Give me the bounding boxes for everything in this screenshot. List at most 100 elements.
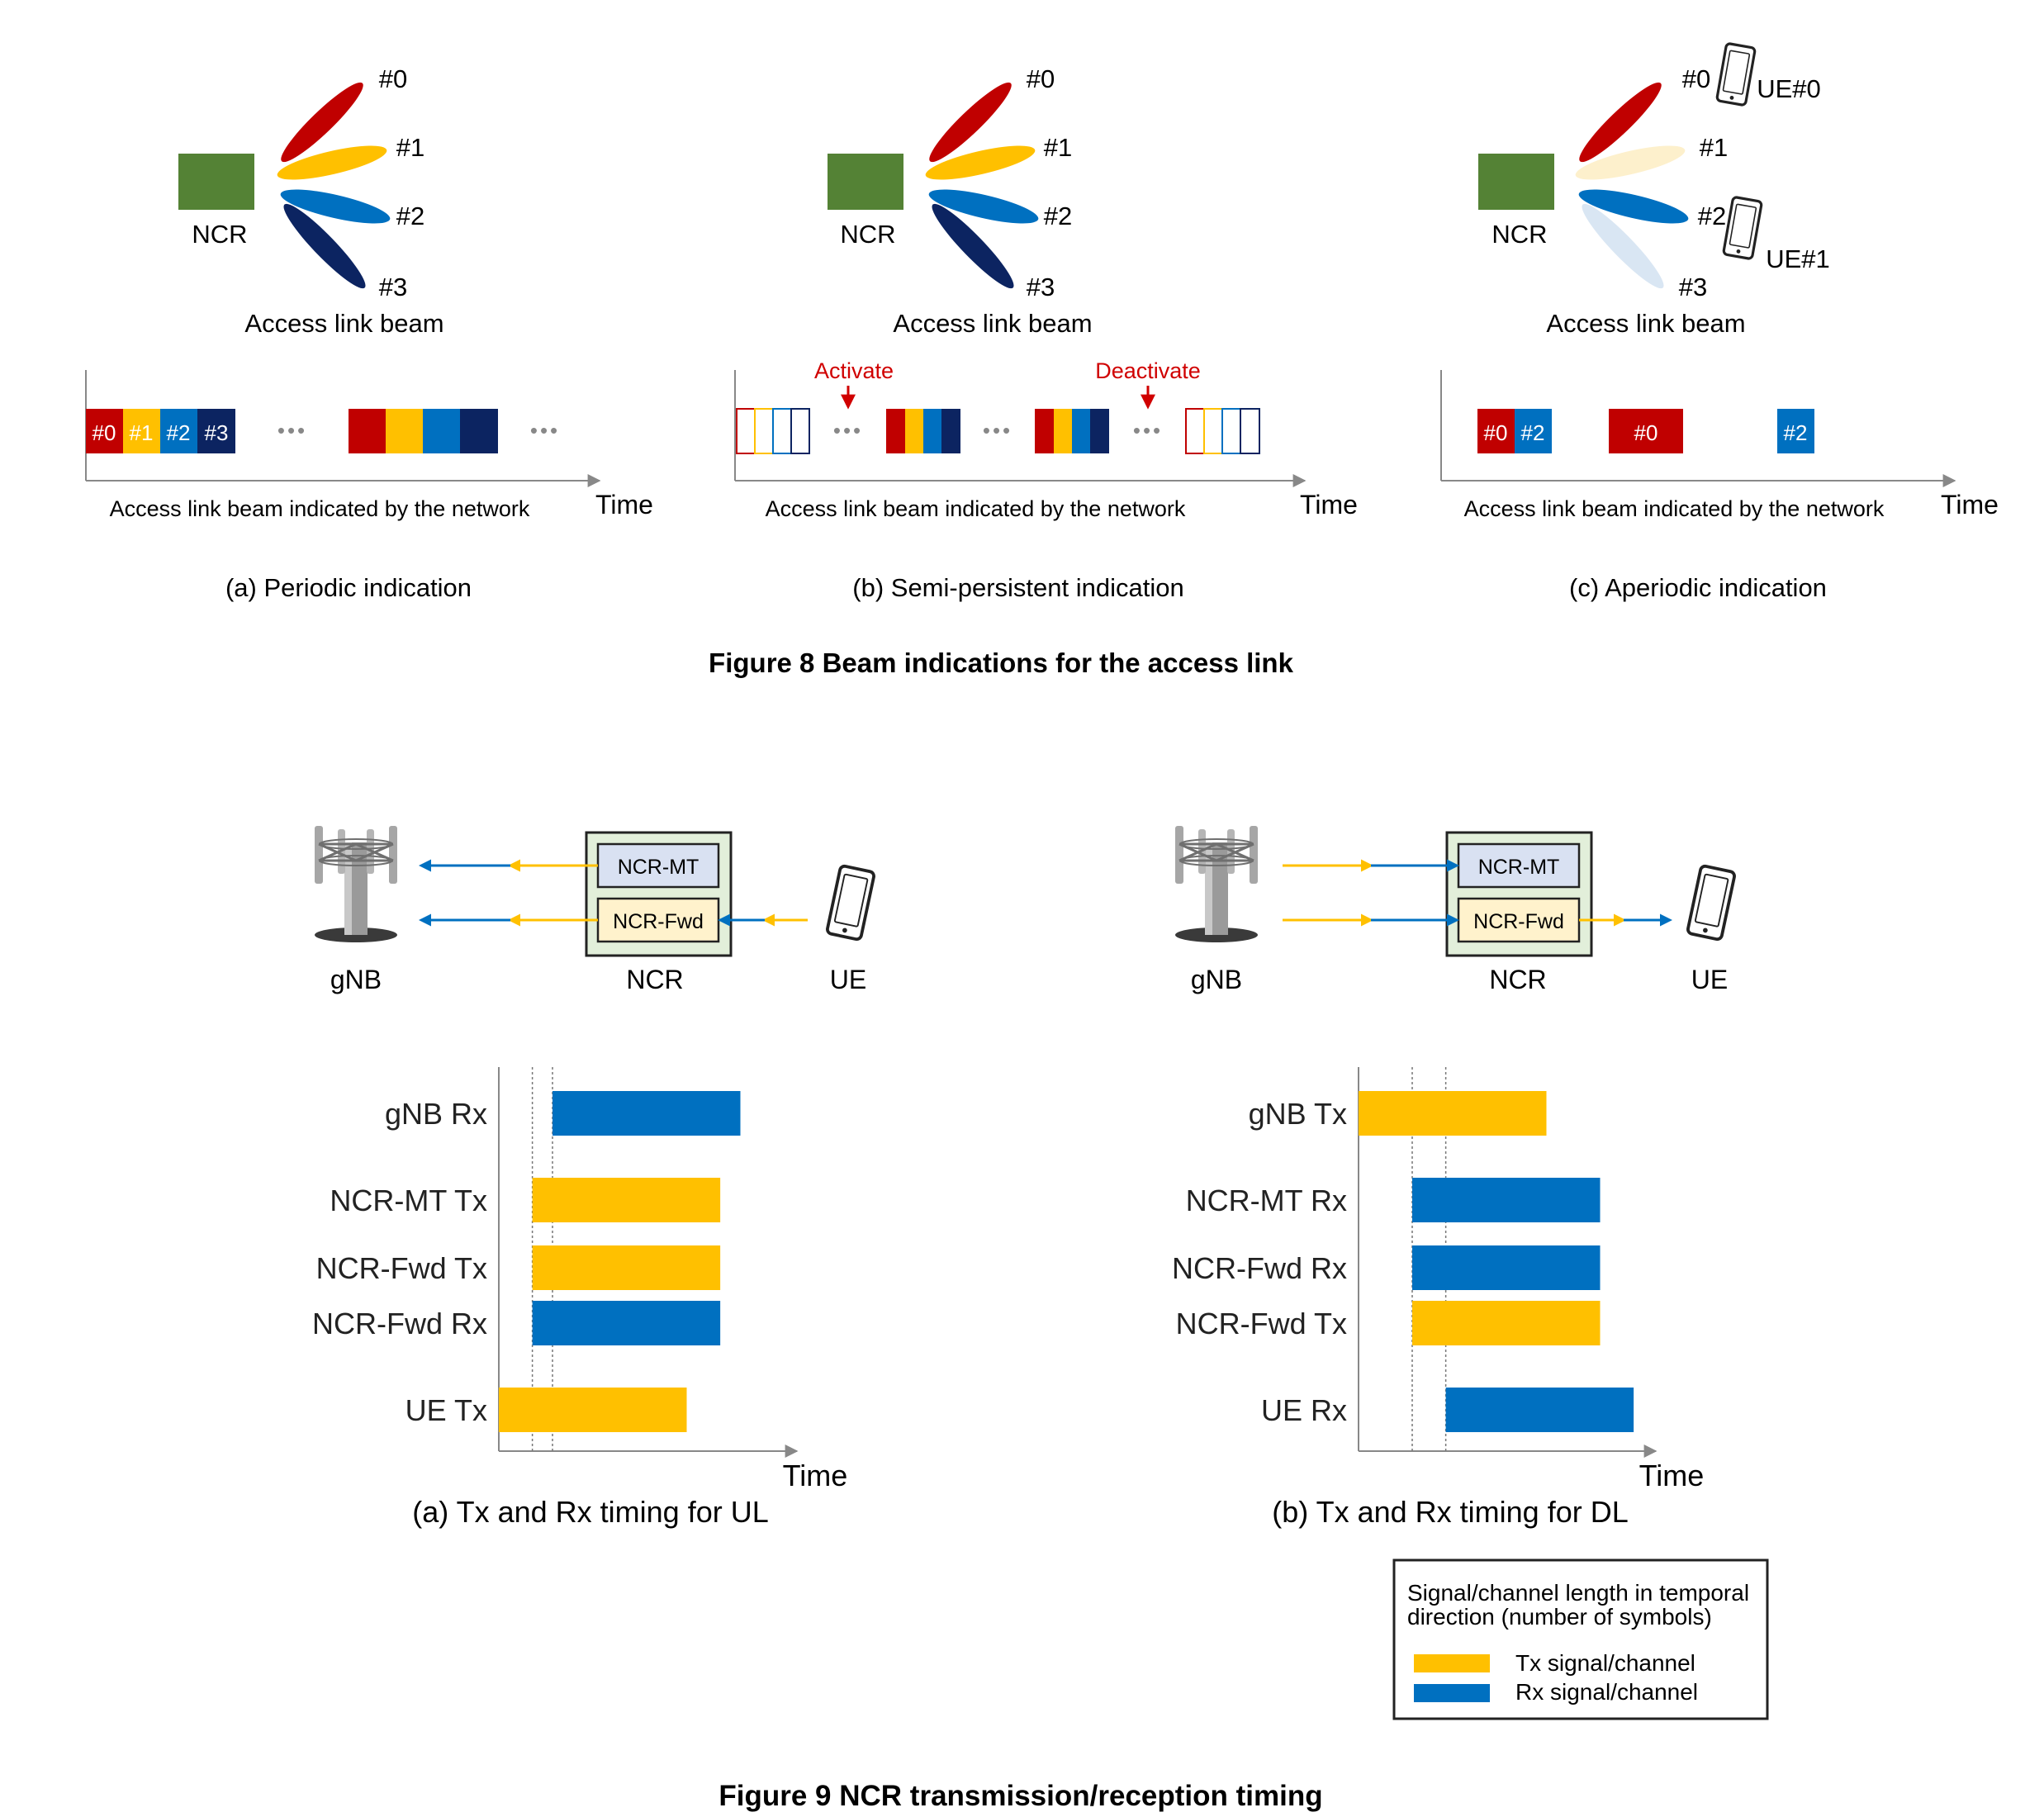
beam-3 — [283, 203, 366, 289]
tower-icon — [1174, 824, 1259, 944]
ellipsis: ••• — [1133, 418, 1163, 443]
beam-label-3: #3 — [379, 273, 407, 301]
panel-caption: (c) Aperiodic indication — [1569, 573, 1827, 602]
time-label: Time — [1941, 490, 1999, 519]
timing-row-label: UE Rx — [1261, 1393, 1347, 1427]
timing-bar — [532, 1178, 721, 1222]
timing-row-label: gNB Rx — [385, 1097, 487, 1131]
ul-network-diagram: gNB NCR-MT NCR-Fwd NCR UE — [313, 824, 877, 994]
panel-caption: (b) Semi-persistent indication — [852, 573, 1183, 602]
beam-block-2 — [1777, 409, 1814, 453]
beam-label-2: #2 — [396, 202, 424, 230]
timing-row-label: NCR-MT Tx — [330, 1184, 487, 1217]
ncr-box — [828, 154, 903, 210]
beam-block-2 — [423, 409, 460, 453]
beam-2 — [1578, 189, 1689, 224]
ncr-fwd-label: NCR-Fwd — [1473, 910, 1564, 933]
dl-time-label: Time — [1639, 1459, 1705, 1492]
beam-caption: Access link beam — [893, 309, 1092, 338]
beam-block-1 — [386, 409, 423, 453]
ncr-box — [1478, 154, 1554, 210]
ncr-mt-label: NCR-MT — [618, 856, 700, 879]
ncr-box — [178, 154, 254, 210]
ul-time-label: Time — [783, 1459, 848, 1492]
timing-row-label: gNB Tx — [1249, 1097, 1347, 1131]
ellipsis: ••• — [277, 418, 307, 443]
activate-label: Activate — [814, 358, 894, 383]
beam-label-2: #2 — [1698, 202, 1726, 230]
beam-1 — [277, 145, 387, 180]
ellipsis: ••• — [983, 418, 1013, 443]
beam-label-1: #1 — [396, 133, 424, 162]
timing-row-label: UE Tx — [405, 1393, 487, 1427]
beam-3 — [932, 203, 1014, 289]
timing-bar — [552, 1091, 741, 1136]
axis-label: Access link beam indicated by the networ… — [110, 496, 530, 521]
beam-label-0: #0 — [379, 64, 407, 93]
legend-tx-swatch — [1414, 1654, 1490, 1672]
dl-caption: (b) Tx and Rx timing for DL — [1272, 1495, 1628, 1529]
legend-rx-swatch — [1414, 1684, 1490, 1702]
beam-3 — [1582, 203, 1664, 289]
timing-bar — [499, 1388, 687, 1432]
ncr-fwd-label: NCR-Fwd — [613, 910, 704, 933]
timing-bar — [1359, 1091, 1547, 1136]
axis-label: Access link beam indicated by the networ… — [1464, 496, 1885, 521]
legend-tx-label: Tx signal/channel — [1515, 1650, 1695, 1676]
legend-title-line2: direction (number of symbols) — [1407, 1604, 1712, 1630]
ncr-label: NCR — [192, 220, 247, 249]
beam-block-label: #2 — [1521, 420, 1545, 445]
ncr-label: NCR — [1492, 220, 1547, 249]
gnb-label: gNB — [1191, 965, 1242, 994]
beam-block-3 — [460, 409, 498, 453]
ue-label: UE — [830, 965, 866, 994]
beam-label-0: #0 — [1027, 64, 1055, 93]
ncr-mt-box — [596, 842, 720, 889]
beam-caption: Access link beam — [1546, 309, 1745, 338]
ul-caption: (a) Tx and Rx timing for UL — [412, 1495, 768, 1529]
beam-block-label-1: #1 — [130, 420, 154, 445]
timing-bar — [532, 1301, 721, 1345]
legend-rx-label: Rx signal/channel — [1515, 1679, 1698, 1705]
deactivate-label: Deactivate — [1095, 358, 1201, 383]
beam-0 — [281, 82, 363, 163]
panel-periodic-indication: NCR #0 #1 #2 #3 Access link beam #0 #1 #… — [85, 64, 653, 602]
timing-row-label: NCR-MT Rx — [1186, 1184, 1347, 1217]
figure-8-caption: Figure 8 Beam indications for the access… — [709, 648, 1294, 678]
beam-block-0 — [1609, 409, 1683, 453]
phone-icon — [1721, 195, 1764, 261]
timing-bar — [1445, 1388, 1634, 1432]
beam-1 — [1575, 145, 1686, 180]
panel-semi-persistent-indication: NCR #0 #1 #2 #3 Access link beam Activat… — [734, 64, 1358, 602]
phone-icon — [1685, 863, 1738, 942]
beam-2 — [280, 189, 391, 224]
beam-label-3: #3 — [1679, 273, 1707, 301]
beam-label-0: #0 — [1682, 64, 1710, 93]
legend-title-line1: Signal/channel length in temporal — [1407, 1580, 1749, 1606]
tower-icon — [313, 824, 399, 944]
beam-block-0 — [349, 409, 386, 453]
timing-row-label: NCR-Fwd Tx — [316, 1251, 487, 1285]
timing-row-label: NCR-Fwd Rx — [1172, 1251, 1347, 1285]
panel-caption: (a) Periodic indication — [225, 573, 472, 602]
beam-block-2 — [160, 409, 197, 453]
phone-icon — [824, 863, 877, 942]
beam-2 — [928, 189, 1039, 224]
ellipsis: ••• — [833, 418, 863, 443]
dl-timing-chart: gNB Tx NCR-MT Rx NCR-Fwd Rx NCR-Fwd Tx UE Rx — [1172, 1067, 1657, 1458]
beam-block-0 — [1477, 409, 1515, 453]
ue-label: UE — [1691, 965, 1728, 994]
timing-row-label: NCR-Fwd Tx — [1176, 1307, 1347, 1340]
timing-bar — [1412, 1178, 1601, 1222]
time-label: Time — [1300, 490, 1358, 519]
beam-label-1: #1 — [1044, 133, 1072, 162]
ncr-label: NCR — [1489, 965, 1546, 994]
time-label: Time — [595, 490, 653, 519]
beam-caption: Access link beam — [244, 309, 443, 338]
timing-bar — [532, 1245, 721, 1290]
ncr-mt-box — [1457, 842, 1581, 889]
axis-label: Access link beam indicated by the networ… — [766, 496, 1186, 521]
ue0-label: UE#0 — [1757, 74, 1821, 103]
